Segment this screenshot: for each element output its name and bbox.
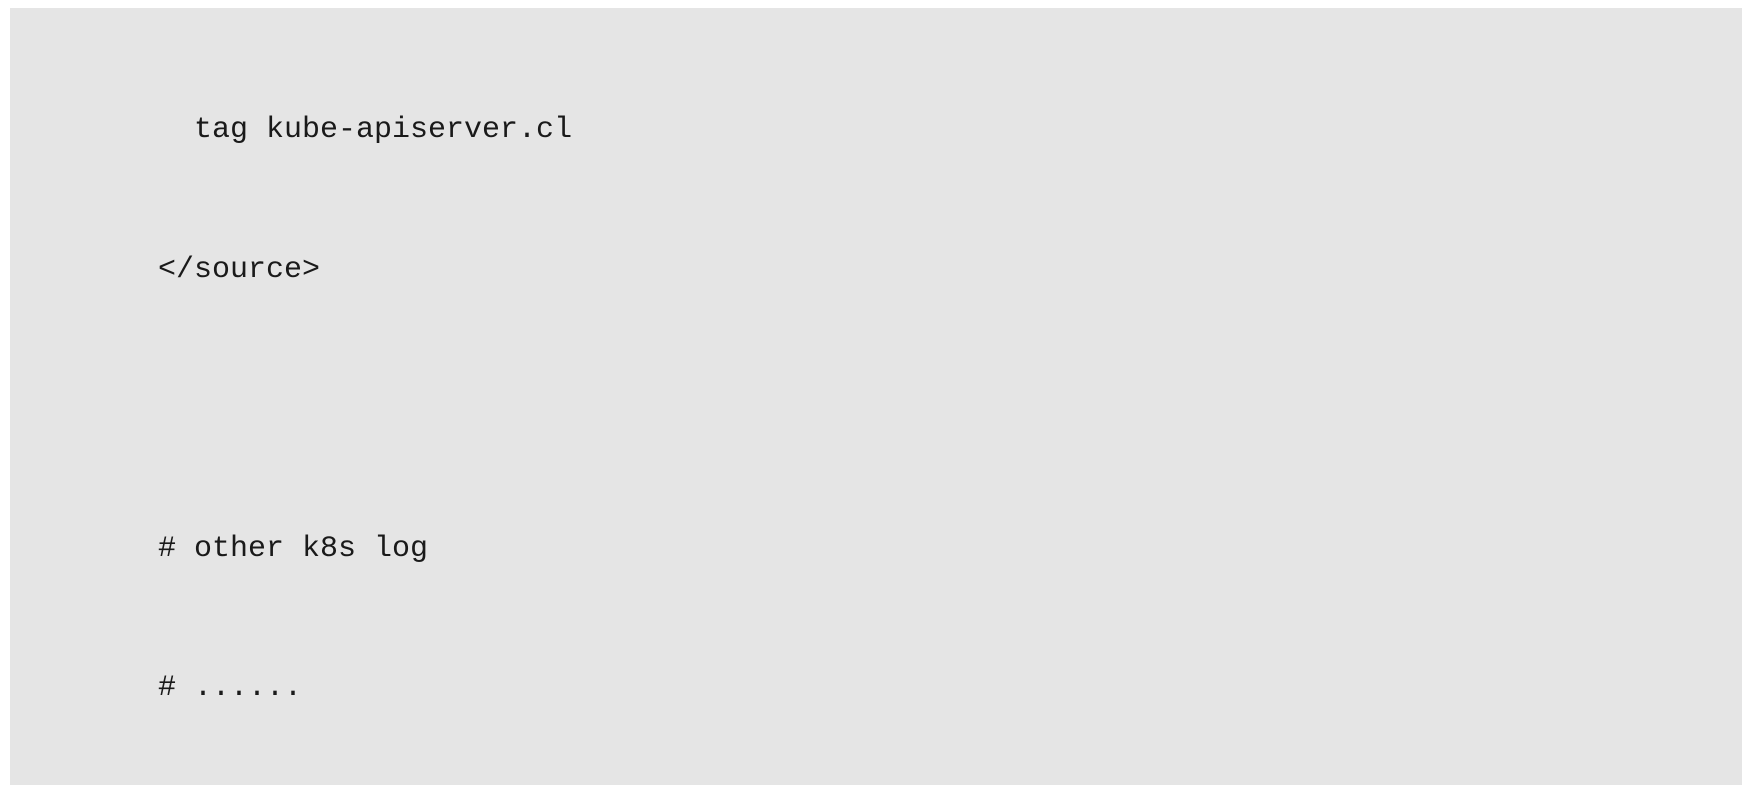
code-line-2: </source> (158, 252, 321, 287)
code-lines: tag kube-apiserver.cl </source> # other … (158, 14, 626, 785)
code-line-3 (158, 386, 626, 433)
code-line-4: # other k8s log (158, 531, 429, 566)
code-block-container: tag kube-apiserver.cl </source> # other … (10, 8, 1742, 785)
code-line-5: # ...... (158, 671, 303, 705)
code-line-1: tag kube-apiserver.cl (158, 113, 573, 147)
